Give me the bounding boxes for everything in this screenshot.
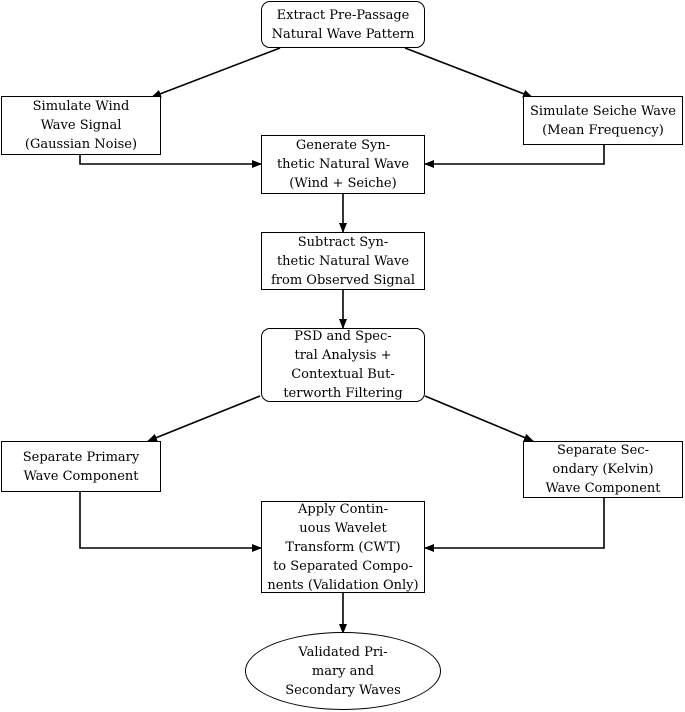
node-primary: Separate Primary Wave Component: [1, 441, 161, 492]
node-secondary: Separate Sec- ondary (Kelvin) Wave Compo…: [523, 441, 683, 498]
node-extract: Extract Pre-Passage Natural Wave Pattern: [261, 1, 425, 48]
arrow-psd-to-secondary: [424, 395, 534, 442]
arrow-wind-to-generate: [79, 155, 262, 168]
node-generate: Generate Syn- thetic Natural Wave (Wind …: [261, 135, 425, 194]
arrow-psd-to-primary: [147, 395, 261, 442]
node-secondary-label: Separate Sec- ondary (Kelvin) Wave Compo…: [545, 443, 661, 496]
node-validated-label: Validated Pri- mary and Secondary Waves: [285, 644, 401, 698]
node-seiche: Simulate Seiche Wave (Mean Frequency): [523, 96, 683, 145]
arrow-secondary-to-cwt: [424, 498, 605, 552]
node-psd-label: PSD and Spec- tral Analysis + Contextual…: [283, 329, 403, 401]
arrow-extract-to-wind: [151, 47, 281, 98]
node-wind-label: Simulate Wind Wave Signal (Gaussian Nois…: [24, 99, 138, 152]
node-validated: Validated Pri- mary and Secondary Waves: [245, 632, 441, 710]
arrow-extract-to-seiche: [404, 47, 533, 98]
arrow-primary-to-cwt: [79, 492, 262, 552]
node-subtract-label: Subtract Syn- thetic Natural Wave from O…: [270, 234, 416, 288]
node-cwt: Apply Contin- uous Wavelet Transform (CW…: [261, 501, 425, 593]
node-psd: PSD and Spec- tral Analysis + Contextual…: [261, 328, 425, 402]
arrow-seiche-to-generate: [424, 145, 605, 168]
node-cwt-label: Apply Contin- uous Wavelet Transform (CW…: [267, 501, 419, 593]
node-extract-label: Extract Pre-Passage Natural Wave Pattern: [271, 7, 415, 42]
node-seiche-label: Simulate Seiche Wave (Mean Frequency): [530, 103, 676, 138]
node-wind: Simulate Wind Wave Signal (Gaussian Nois…: [1, 96, 161, 155]
node-generate-label: Generate Syn- thetic Natural Wave (Wind …: [276, 138, 410, 191]
node-subtract: Subtract Syn- thetic Natural Wave from O…: [261, 232, 425, 290]
node-primary-label: Separate Primary Wave Component: [22, 449, 140, 484]
